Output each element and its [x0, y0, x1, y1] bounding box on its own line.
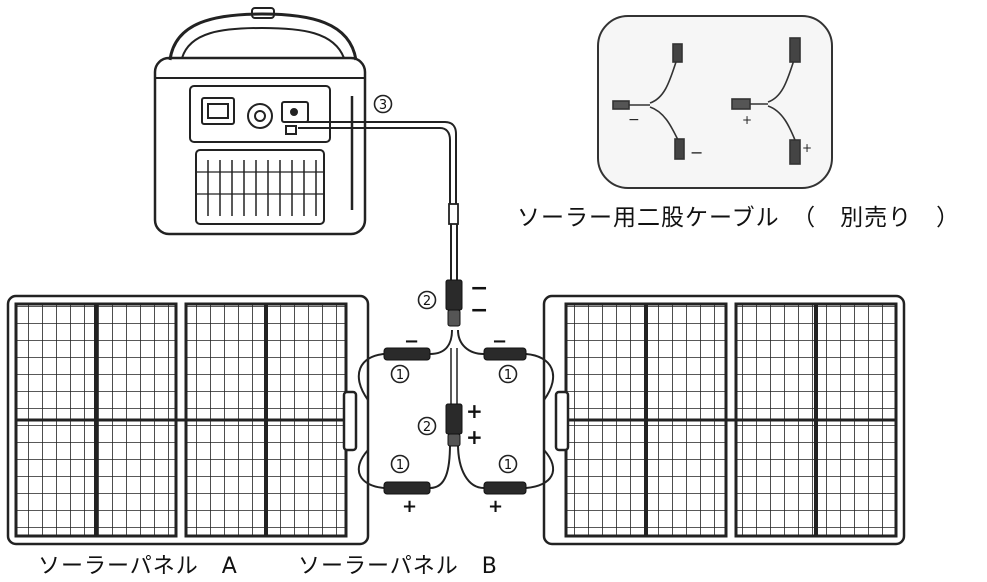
plus-sign: + — [466, 425, 483, 449]
callout-1-text: 1 — [396, 458, 404, 473]
plus-sign: + — [402, 496, 417, 517]
y-cable-positive — [731, 37, 801, 165]
panel-cables — [357, 329, 555, 489]
y-cable-negative — [612, 43, 685, 160]
callout-1: 1 1 1 1 — [390, 364, 518, 474]
minus-sign: − — [492, 331, 507, 352]
solar-panel-b — [542, 294, 906, 546]
plus-sign: + — [466, 399, 483, 423]
power-station — [153, 7, 367, 236]
y-cable-inset: − − + + — [597, 15, 833, 189]
minus-sign: − — [404, 331, 419, 352]
station-cable — [298, 121, 459, 282]
minus-sign: − — [470, 276, 488, 301]
callout-3-text: 3 — [379, 98, 387, 113]
plus-sign: + — [742, 113, 752, 127]
callout-1-text: 1 — [396, 368, 404, 383]
callout-3: 3 — [373, 94, 393, 114]
mc4-connectors — [383, 279, 527, 495]
minus-sign: − — [690, 143, 703, 162]
minus-sign: − — [628, 112, 640, 128]
callout-1-text: 1 — [504, 368, 512, 383]
callout-2: 2 2 — [417, 290, 437, 436]
plus-sign: + — [488, 496, 503, 517]
callout-2-text: 2 — [423, 420, 431, 435]
solar-panel-a — [6, 294, 370, 546]
plus-sign: + — [802, 141, 812, 155]
panel-a-caption: ソーラーパネル A — [38, 554, 238, 579]
callout-2-text: 2 — [423, 294, 431, 309]
y-cable-caption: ソーラー用二股ケーブル （ 別売り ） — [517, 205, 961, 231]
minus-sign: − — [470, 298, 488, 323]
panel-b-caption: ソーラーパネル B — [298, 554, 498, 579]
polarity-marks: − − − − + + + + — [402, 276, 507, 517]
callout-1-text: 1 — [504, 458, 512, 473]
